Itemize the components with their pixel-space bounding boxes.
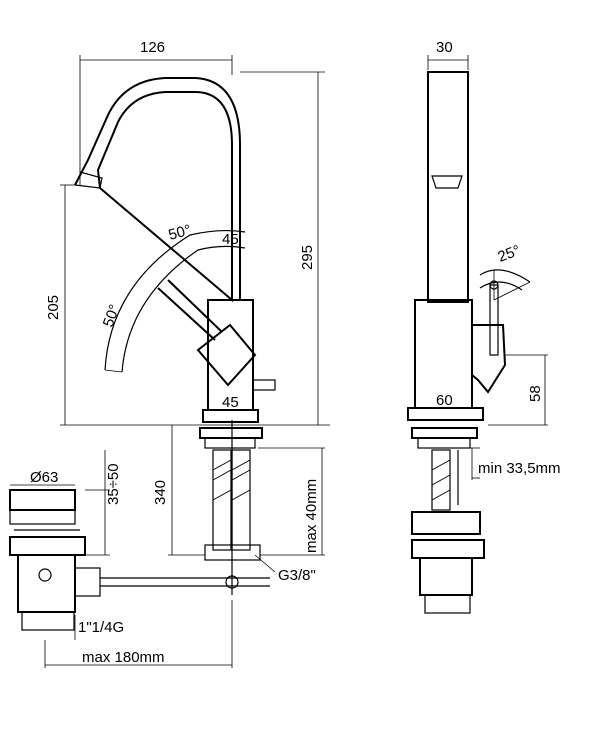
lever-handle	[157, 287, 216, 341]
dim-hose-max: max 40mm	[303, 479, 320, 553]
waste-body	[17, 555, 76, 613]
dim-overall-height: 295	[299, 245, 316, 270]
side-column	[427, 71, 469, 303]
label-base-width: 45	[222, 394, 239, 411]
side-hose	[431, 449, 451, 511]
side-knob	[252, 379, 276, 391]
angle-top: 50°	[167, 222, 193, 244]
dim-body-width: 30	[436, 39, 453, 56]
lever-arc-inner	[121, 245, 246, 373]
angle-side: 25°	[496, 242, 523, 266]
side-view: 25° 30 60 58 min 33,5mm	[407, 39, 561, 614]
lever-diamond	[196, 323, 257, 387]
waste-flange	[9, 536, 86, 556]
rod-joint	[225, 575, 239, 589]
dim-base-depth: 60	[436, 392, 453, 409]
base-plate	[202, 409, 259, 423]
dim-waste-diameter: Ø63	[30, 469, 58, 486]
dim-fitting-length: 340	[152, 480, 169, 505]
angle-left: 50°	[100, 302, 124, 329]
dim-handle-height: 58	[527, 385, 544, 402]
dim-spout-reach: 126	[140, 39, 165, 56]
front-view: 126 295 205 50° 50° 45 45 340 max 40mm G…	[45, 39, 330, 595]
label-thread: G3/8"	[278, 567, 316, 584]
dim-deck-min: min 33,5mm	[478, 460, 561, 477]
label-45-upper: 45	[222, 231, 239, 248]
dim-waste-stroke: 35÷50	[105, 463, 122, 505]
label-connection: 1"1/4G	[78, 619, 124, 636]
dim-spout-height: 205	[45, 295, 62, 320]
waste-assembly: Ø63 35÷50 1"1/4G max 180mm	[9, 450, 233, 668]
waste-cap	[9, 489, 76, 511]
dim-max-length: max 180mm	[82, 649, 165, 666]
lever-arc-outer	[104, 229, 246, 371]
aerator-tip	[74, 171, 103, 189]
spout-outline	[74, 77, 241, 303]
side-lever-arc	[479, 269, 531, 283]
